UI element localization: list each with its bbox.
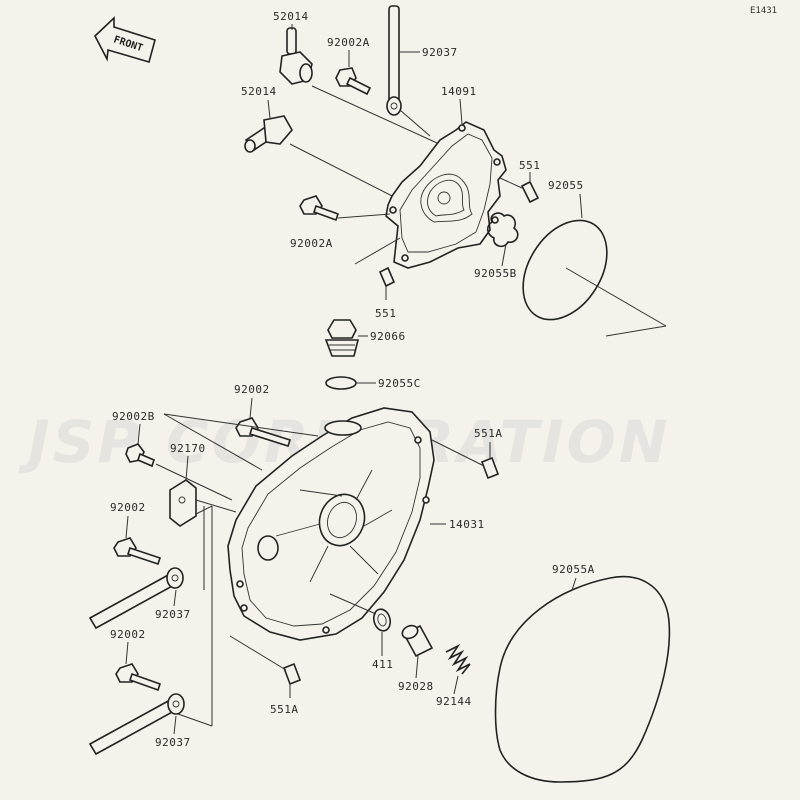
label-92055C: 92055C <box>378 377 421 390</box>
label-92055: 92055 <box>548 179 584 192</box>
label-92002-c: 92002 <box>110 628 146 641</box>
label-92144: 92144 <box>436 695 472 708</box>
label-92002B: 92002B <box>112 410 155 423</box>
bolt-92002B <box>125 443 155 468</box>
diagram-code: E1431 <box>750 6 777 16</box>
label-92037-top: 92037 <box>422 46 458 59</box>
dowel-pin-551A-right <box>480 456 500 480</box>
label-92170: 92170 <box>170 442 206 455</box>
o-ring-92055B <box>486 212 519 248</box>
label-551A-right: 551A <box>474 427 503 440</box>
label-52014-mid: 52014 <box>241 85 277 98</box>
label-92002A-top: 92002A <box>327 36 370 49</box>
bolt-92002A-top <box>335 67 372 96</box>
bolt-92002-a <box>235 417 292 447</box>
clamp-92037-c <box>88 693 185 756</box>
bolt-92002-b <box>113 537 162 566</box>
clamp-92170 <box>169 479 197 527</box>
label-92002-a: 92002 <box>234 383 270 396</box>
dowel-pin-551A-bottom <box>282 662 302 686</box>
label-92037-b: 92037 <box>155 608 191 621</box>
clamp-92037-top <box>386 5 402 116</box>
label-551A-bottom: 551A <box>270 703 299 716</box>
clamp-92037-b <box>88 567 184 630</box>
front-arrow-icon: FRONT <box>94 16 156 63</box>
label-92002-b: 92002 <box>110 501 146 514</box>
bolt-92002A-mid <box>299 195 340 222</box>
label-52014-top: 52014 <box>273 10 309 23</box>
label-92037-c: 92037 <box>155 736 191 749</box>
pump-cover-14091 <box>385 121 507 269</box>
spring-92144 <box>445 643 471 675</box>
nipple-elbow-52014-top <box>279 27 313 85</box>
dowel-pin-551-right <box>520 180 540 204</box>
label-411: 411 <box>372 658 393 671</box>
label-92055B: 92055B <box>474 267 517 280</box>
label-92028: 92028 <box>398 680 434 693</box>
plug-92066 <box>324 319 360 357</box>
dowel-pin-551-mid <box>378 266 396 288</box>
label-92002A-mid: 92002A <box>290 237 333 250</box>
o-ring-92055C <box>325 376 357 390</box>
label-14091: 14091 <box>441 85 477 98</box>
label-92066: 92066 <box>370 330 406 343</box>
label-92055A: 92055A <box>552 563 595 576</box>
bushing-92028 <box>401 624 434 658</box>
bolt-92002-c <box>115 663 162 692</box>
nipple-52014-mid <box>244 115 293 153</box>
housing-cover-14031 <box>227 407 435 641</box>
label-551-mid: 551 <box>375 307 396 320</box>
label-551-right: 551 <box>519 159 540 172</box>
gasket-92055A <box>494 575 671 783</box>
o-ring-92055 <box>522 219 608 321</box>
washer-411 <box>372 608 392 632</box>
label-14031: 14031 <box>449 518 485 531</box>
